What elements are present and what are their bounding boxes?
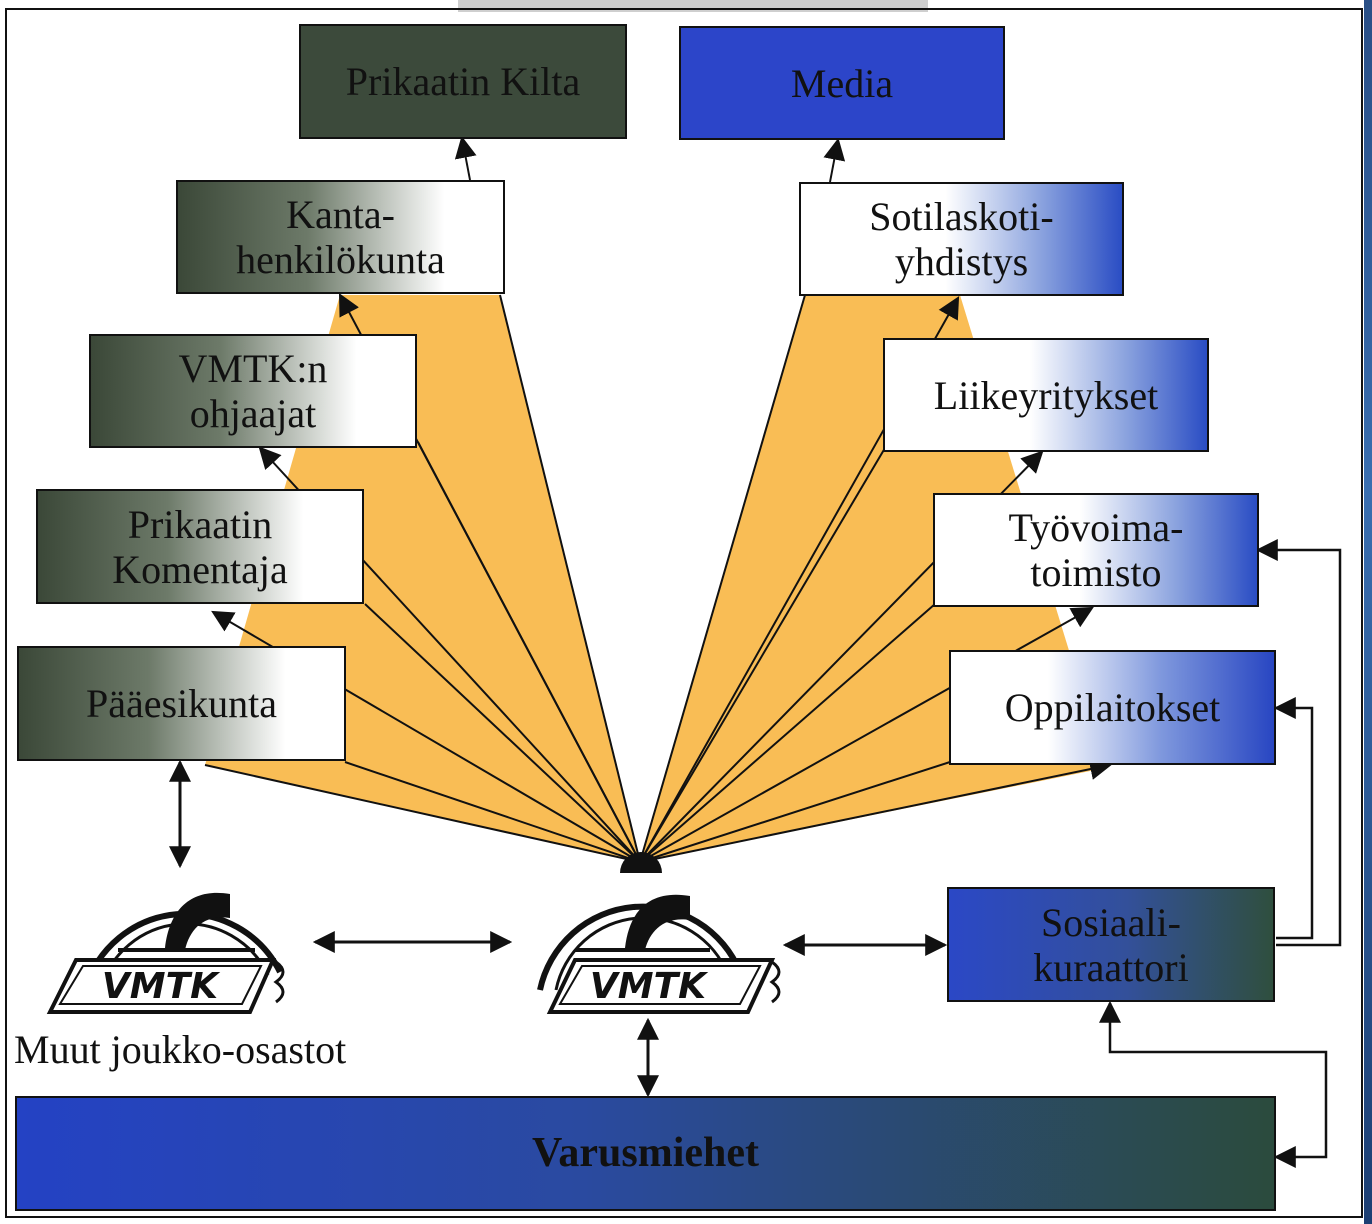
box-prikaatin-komentaja-line2: Komentaja <box>112 546 288 592</box>
route-varusmiehet-social <box>1099 1000 1328 1168</box>
box-sosiaalikuraattori: Sosiaali- kuraattori <box>947 887 1275 1002</box>
arrow-to-media <box>823 137 846 183</box>
box-paaesikunta-label: Pääesikunta <box>85 681 278 726</box>
dome-icon <box>620 852 662 873</box>
fan-line-l1 <box>204 764 641 863</box>
box-sosiaalikuraattori-line1: Sosiaali- <box>1041 899 1181 945</box>
box-varusmiehet: Varusmiehet <box>15 1096 1276 1211</box>
right-edge-strip <box>1364 0 1372 1224</box>
box-vmtk-ohjaajat-line1: VMTK:n <box>178 346 328 391</box>
fan-line-l8 <box>499 294 641 863</box>
box-sotilaskotiyhdistys-line2: yhdistys <box>894 239 1029 284</box>
fan-line-l2 <box>344 761 641 863</box>
box-vmtk-ohjaajat-line2: ohjaajat <box>189 391 317 436</box>
box-kantahenkilokunta: Kanta- henkilökunta <box>176 180 505 294</box>
vmtk-logo-left: VMTK <box>46 892 285 1014</box>
arrow-to-kilta <box>454 135 477 181</box>
box-sotilaskotiyhdistys: Sotilaskoti- yhdistys <box>799 182 1124 296</box>
vmtk-logo-center-text: VMTK <box>590 966 709 1007</box>
box-tyovoimatoimisto-line1: Työvoima- <box>1008 505 1184 550</box>
box-prikaatin-kilta-label: Prikaatin Kilta <box>345 59 581 104</box>
box-oppilaitokset-label: Oppilaitokset <box>1004 685 1221 730</box>
route-social-oppilaitokset <box>1273 697 1314 940</box>
box-tyovoimatoimisto-line2: toimisto <box>1030 550 1162 595</box>
box-prikaatin-komentaja: Prikaatin Komentaja <box>36 489 364 604</box>
box-media: Media <box>679 26 1005 140</box>
route-social-tyovoima <box>1255 539 1342 947</box>
box-oppilaitokset: Oppilaitokset <box>949 650 1276 765</box>
fan-line-r7 <box>639 761 951 863</box>
box-vmtk-ohjaajat: VMTK:n ohjaajat <box>89 334 417 448</box>
fan-line-r1 <box>639 294 806 863</box>
box-sotilaskotiyhdistys-line1: Sotilaskoti- <box>869 194 1054 239</box>
box-liikeyritykset: Liikeyritykset <box>883 338 1209 452</box>
fan-line-l4 <box>364 603 641 863</box>
box-kantahenkilokunta-line2: henkilökunta <box>236 237 445 282</box>
box-media-label: Media <box>790 60 894 106</box>
fan-line-r3 <box>639 447 886 863</box>
box-tyovoimatoimisto: Työvoima- toimisto <box>933 493 1259 607</box>
box-prikaatin-kilta: Prikaatin Kilta <box>299 24 627 139</box>
diagram-frame <box>5 8 1363 1218</box>
box-varusmiehet-label: Varusmiehet <box>531 1130 760 1176</box>
vmtk-logo-center: VMTK <box>537 894 781 1014</box>
fan-line-r8 <box>639 758 1113 863</box>
box-prikaatin-komentaja-line1: Prikaatin <box>127 501 273 547</box>
box-sosiaalikuraattori-line2: kuraattori <box>1033 944 1189 990</box>
fan-line-r5 <box>639 603 936 863</box>
box-kantahenkilokunta-line1: Kanta- <box>286 192 395 237</box>
vmtk-logo-left-text: VMTK <box>102 966 221 1007</box>
box-liikeyritykset-label: Liikeyritykset <box>933 372 1159 418</box>
box-paaesikunta: Pääesikunta <box>17 646 346 761</box>
other-units-caption: Muut joukko-osastot <box>14 1027 347 1072</box>
